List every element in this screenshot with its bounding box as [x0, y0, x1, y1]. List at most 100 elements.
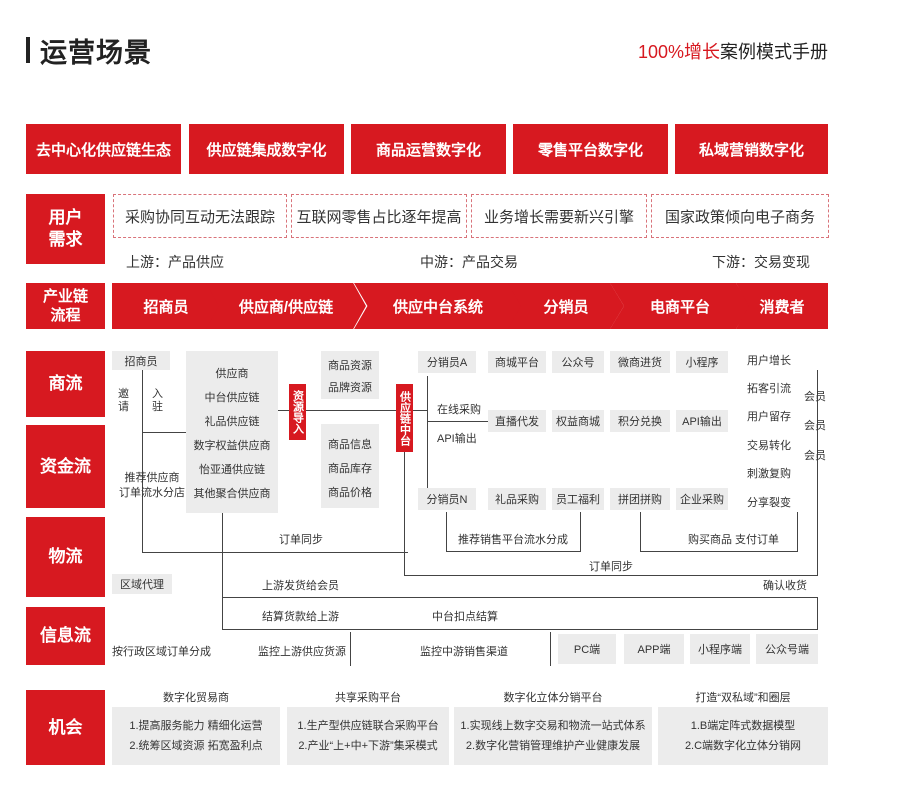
- opportunity-box: 1.B端定阵式数据模型 2.C端数字化立体分销网: [658, 707, 828, 765]
- distributor-n: 分销员N: [418, 488, 476, 510]
- need-item: 业务增长需要新兴引擎: [471, 194, 647, 238]
- opportunity-line: 2.数字化营销管理维护产业健康发展: [465, 740, 641, 752]
- terminal-cell: PC端: [558, 634, 616, 664]
- channel-cell: 企业采购: [676, 488, 728, 510]
- page-title: 运营场景: [40, 38, 152, 68]
- consumer-op: 分享裂变: [747, 497, 791, 509]
- connector-line: [350, 632, 351, 666]
- connector-line: [427, 376, 428, 501]
- chain-label-1: 产业链: [42, 288, 88, 305]
- supplier-item: 数字权益供应商: [193, 440, 271, 452]
- user-needs-label-1: 用户: [48, 208, 83, 227]
- channel-cell: 员工福利: [552, 488, 604, 510]
- resource-import-tag: 资源导入: [289, 384, 306, 440]
- supplier-item: 礼品供应链: [204, 416, 260, 428]
- member-label: 会员: [804, 450, 826, 462]
- recommend-supplier-text: 推荐供应商 订单流水分店: [119, 472, 185, 499]
- resource-item: 商品资源: [328, 360, 372, 372]
- connector-line: [142, 368, 143, 553]
- enter-text: 入驻: [152, 388, 163, 413]
- connector-line: [550, 632, 551, 666]
- row-opportunity: 机会: [26, 690, 105, 765]
- member-label: 会员: [804, 420, 826, 432]
- chain-step: 消费者: [736, 283, 828, 329]
- row-capital: 资金流: [26, 425, 105, 508]
- row-commerce: 商流: [26, 351, 105, 417]
- opportunity-line: 1.B端定阵式数据模型: [690, 720, 796, 732]
- opportunity-line: 1.生产型供应链联合采购平台: [297, 720, 439, 732]
- row-info: 信息流: [26, 607, 105, 665]
- channel-cell: 积分兑换: [610, 410, 670, 432]
- recruiter-cell: 招商员: [112, 351, 170, 370]
- supplier-item: 供应商: [215, 368, 249, 380]
- page-subtitle: 100%增长案例模式手册: [638, 38, 828, 64]
- opportunity-box: 1.提高服务能力 精细化运营 2.统筹区域资源 拓宽盈利点: [112, 707, 280, 765]
- need-item: 互联网零售占比逐年提高: [291, 194, 467, 238]
- regional-agent: 区域代理: [112, 574, 172, 594]
- consumer-op: 交易转化: [747, 440, 791, 452]
- connector-line: [272, 410, 396, 411]
- chain-label-2: 流程: [50, 307, 81, 324]
- resource-item: 品牌资源: [328, 382, 372, 394]
- goods-item: 商品库存: [328, 463, 372, 475]
- monitor-midstream-text: 监控中游销售渠道: [420, 646, 508, 658]
- order-sync-text: 订单同步: [279, 534, 323, 546]
- connector-line: [817, 370, 818, 576]
- opportunity-line: 2.C端数字化立体分销网: [684, 740, 802, 752]
- supply-middle-tag: 供应链中台: [396, 384, 413, 452]
- consumer-op: 用户增长: [747, 355, 791, 367]
- consumer-op: 刺激复购: [747, 468, 791, 480]
- connector-line: [640, 512, 641, 552]
- connector-line: [142, 552, 408, 553]
- connector-line: [797, 512, 798, 552]
- region-split-text: 按行政区域订单分成: [112, 646, 211, 658]
- connector-line: [404, 575, 818, 576]
- terminal-cell: 公众号端: [756, 634, 818, 664]
- buy-pay-text: 购买商品 支付订单: [688, 534, 780, 546]
- tab-goods-ops: 商品运营数字化: [351, 124, 506, 174]
- opportunity-title: 数字化贸易商: [163, 692, 229, 704]
- user-needs-label: 用户 需求: [26, 194, 105, 264]
- opportunity-title: 打造“双私域”和圈层: [695, 692, 791, 704]
- subtitle-highlight: 100%增长: [637, 42, 720, 62]
- opportunity-title: 数字化立体分销平台: [503, 692, 603, 704]
- opportunity-box: 1.生产型供应链联合采购平台 2.产业“上+中+下游”集采模式: [287, 707, 449, 765]
- consumer-op: 拓客引流: [747, 383, 791, 395]
- deduct-text: 中台扣点结算: [432, 611, 498, 623]
- goods-box: [321, 424, 379, 508]
- connector-line: [817, 597, 818, 630]
- stage-midstream: 中游：产品交易: [420, 254, 518, 270]
- title-accent-bar: [26, 37, 30, 63]
- channel-cell: 权益商城: [552, 410, 604, 432]
- resource-box: [321, 351, 379, 399]
- channel-cell: 微商进货: [610, 351, 670, 373]
- opportunity-line: 1.实现线上数字交易和物流一站式体系: [460, 720, 646, 732]
- connector-line: [404, 452, 405, 575]
- supplier-item: 中台供应链: [204, 392, 260, 404]
- supplier-item: 其他聚合供应商: [193, 488, 271, 500]
- row-logistics: 物流: [26, 517, 105, 597]
- connector-line: [142, 432, 187, 433]
- channel-cell: 拼团拼购: [610, 488, 670, 510]
- opportunity-line: 1.提高服务能力 精细化运营: [129, 720, 263, 732]
- chain-step: 招商员: [112, 283, 220, 329]
- need-item: 国家政策倾向电子商务: [651, 194, 829, 238]
- chain-step: 供应商/供应链: [206, 283, 366, 329]
- stage-upstream: 上游：产品供应: [126, 254, 224, 270]
- need-item: 采购协同互动无法跟踪: [113, 194, 287, 238]
- chain-step: 供应中台系统: [354, 283, 522, 329]
- consumer-op: 用户留存: [747, 411, 791, 423]
- tab-supply-integration: 供应链集成数字化: [189, 124, 344, 174]
- supplier-box: [186, 351, 278, 513]
- distributor-a: 分销员A: [418, 351, 476, 373]
- connector-line: [446, 551, 580, 552]
- channel-cell: API输出: [676, 410, 728, 432]
- order-sync-text-2: 订单同步: [589, 561, 633, 573]
- channel-cell: 商城平台: [488, 351, 546, 373]
- opportunity-line: 2.统筹区域资源 拓宽盈利点: [129, 740, 263, 752]
- settle-text: 结算货款给上游: [262, 611, 339, 623]
- channel-cell: 礼品采购: [488, 488, 546, 510]
- supplier-item: 怡亚通供应链: [199, 464, 265, 476]
- goods-item: 商品信息: [328, 439, 372, 451]
- chain-label: 产业链 流程: [26, 283, 105, 329]
